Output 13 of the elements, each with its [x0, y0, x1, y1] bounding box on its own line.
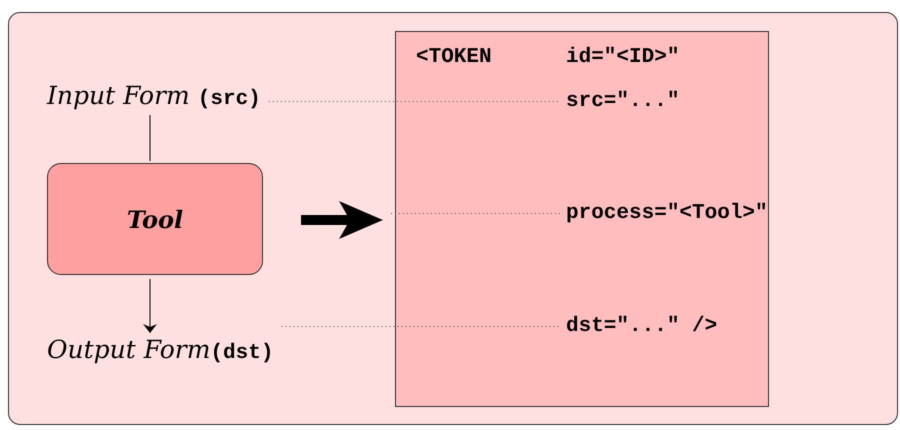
arrow [143, 278, 157, 334]
form-label: Input Form (src) [47, 81, 261, 111]
code-line: src="..." [566, 90, 680, 113]
panel-background [8, 12, 898, 425]
code-box [395, 31, 769, 407]
code-line: process="<Tool>" [566, 202, 768, 225]
code-text: <TOKEN [416, 46, 492, 69]
process-box: Tool [47, 163, 263, 275]
leader-line [268, 101, 560, 102]
form-label: Output Form(dst) [47, 335, 274, 365]
arrow-icon [301, 201, 383, 239]
code-text: id="<ID>" [566, 46, 680, 69]
code-line: dst="..." /> [566, 315, 718, 338]
